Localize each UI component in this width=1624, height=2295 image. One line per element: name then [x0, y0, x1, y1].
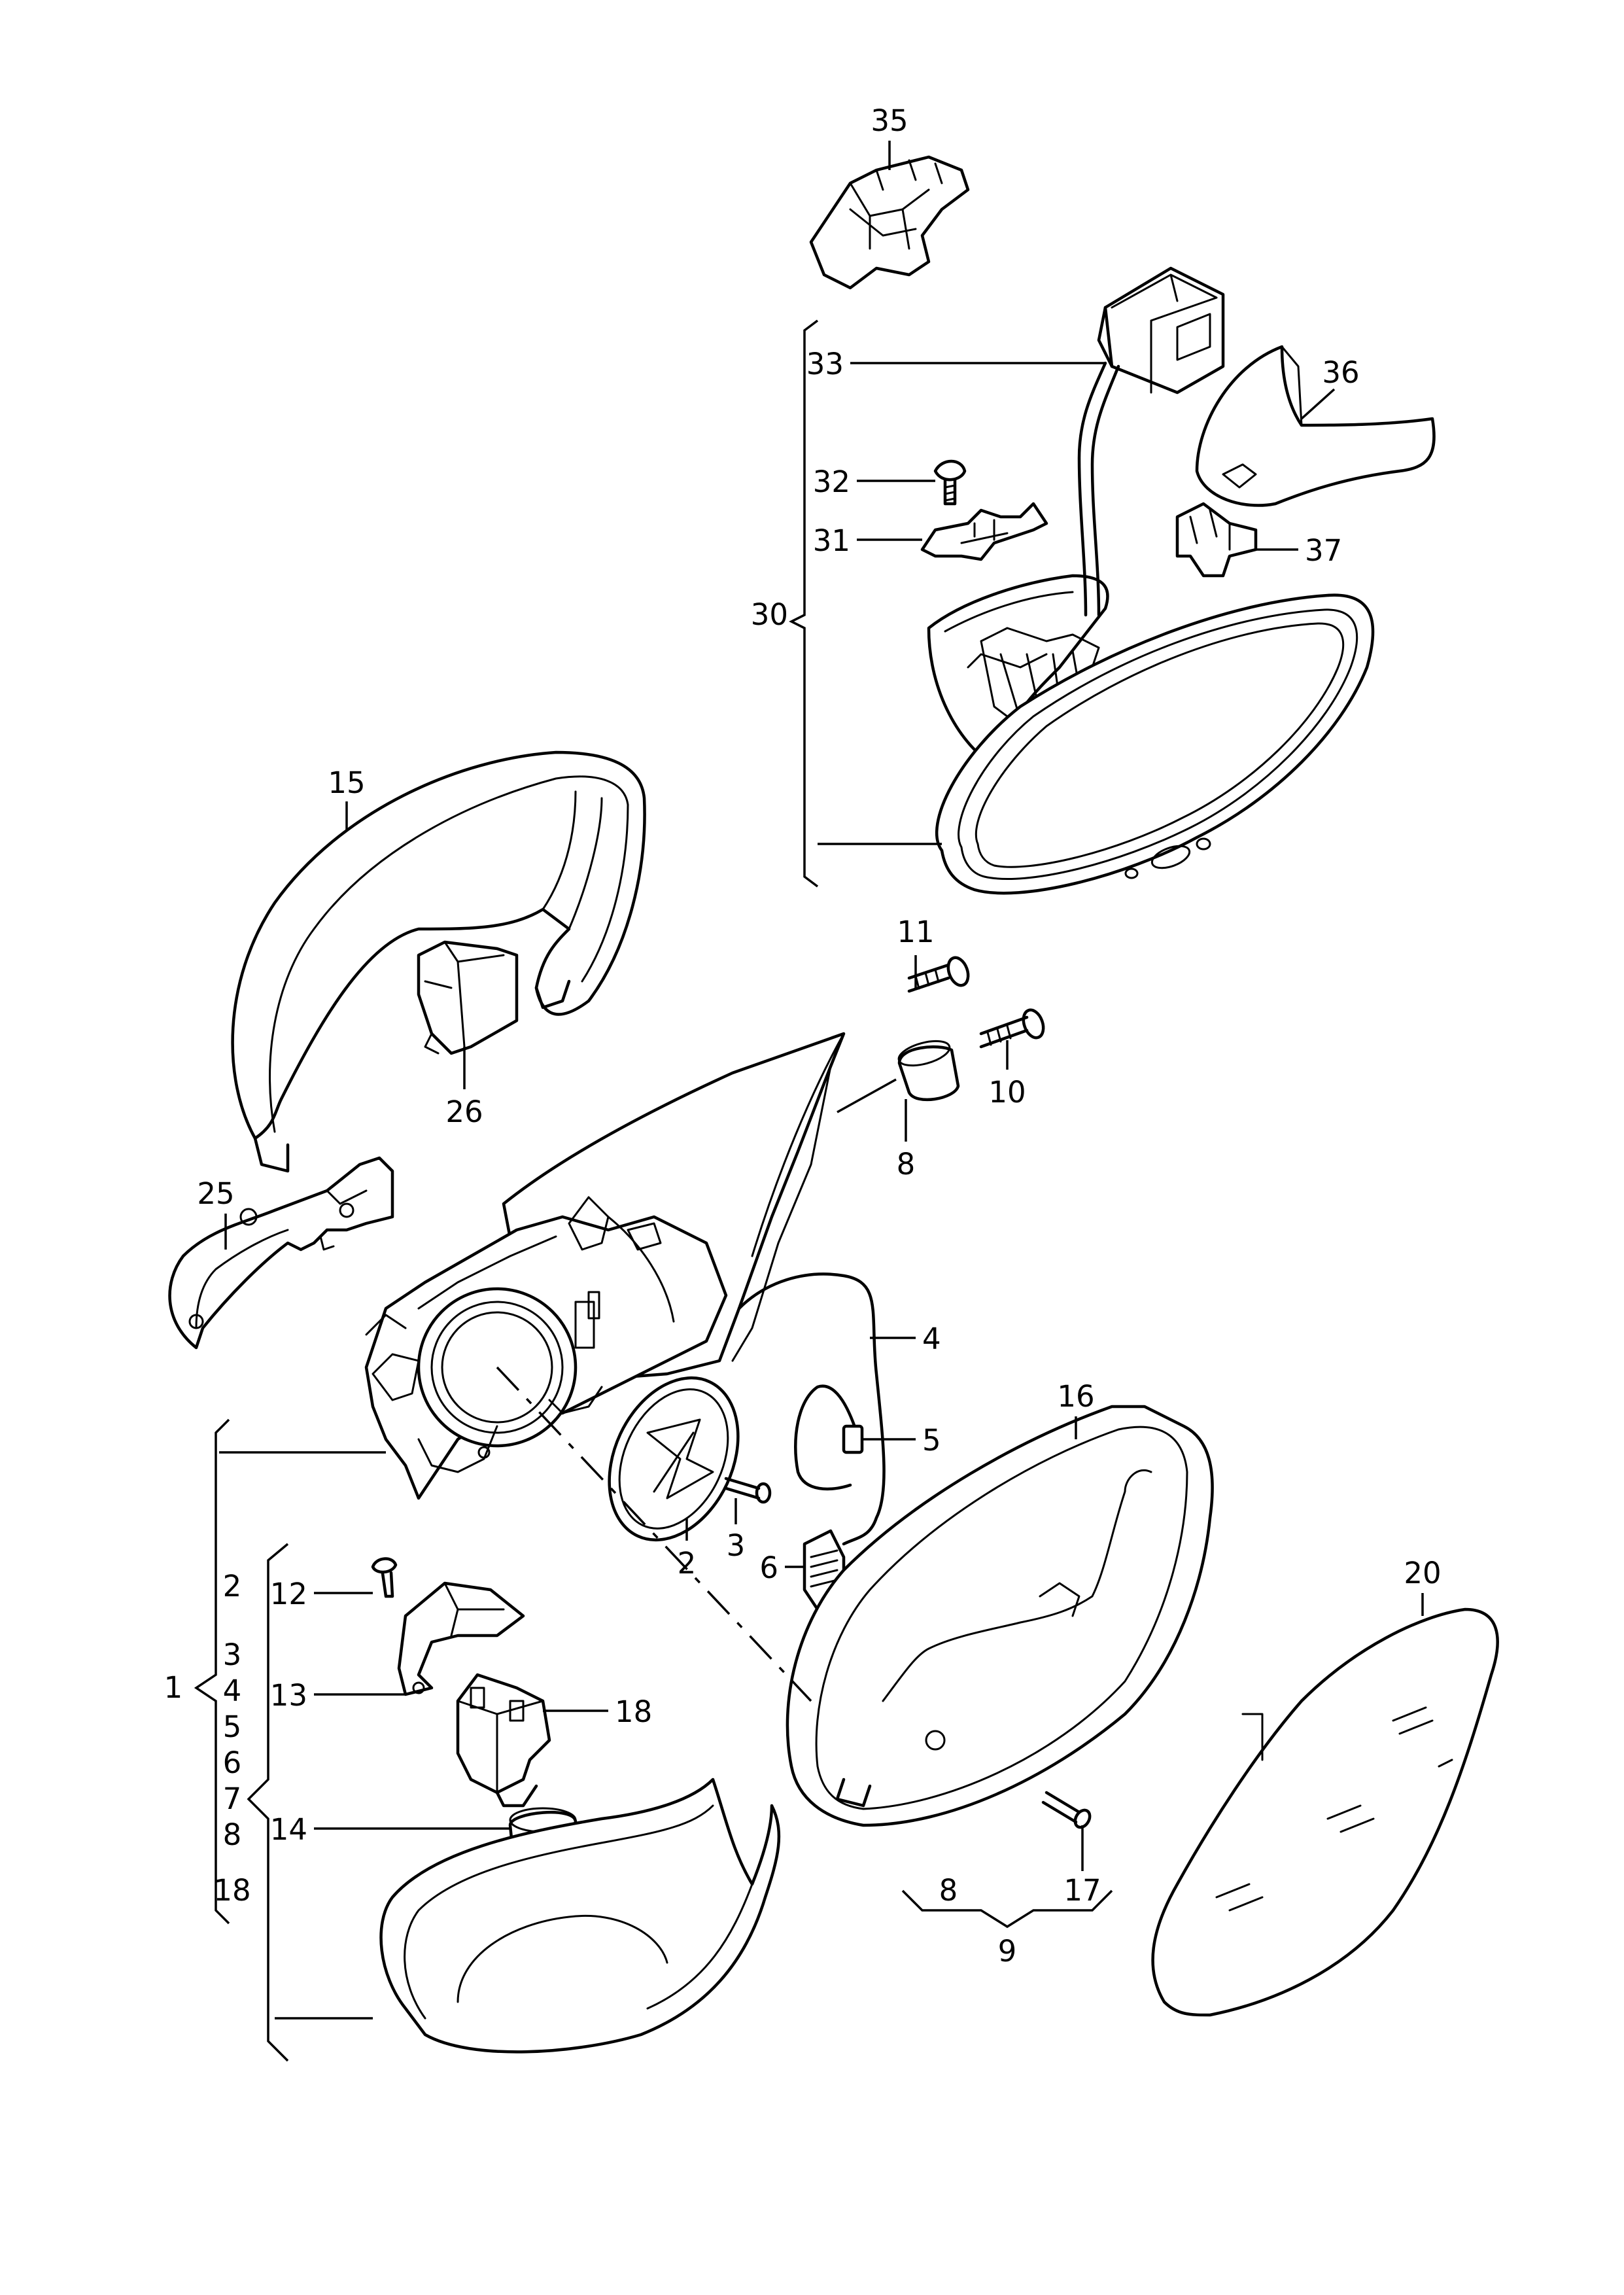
- part-10-bolt: [979, 1008, 1045, 1049]
- part-11-bolt: [907, 956, 970, 993]
- part-18-actuator-motor: [456, 1673, 551, 1808]
- part-5-connector: [842, 1424, 864, 1454]
- assembly-axis-line: [496, 1366, 812, 1702]
- part-13-bracket: [397, 1581, 525, 1696]
- label-5-list: 5: [223, 1709, 242, 1744]
- label-13: 13: [270, 1678, 307, 1713]
- label-5-callout: 5: [922, 1423, 941, 1458]
- label-8-group9: 8: [939, 1873, 958, 1908]
- label-2-callout: 2: [678, 1546, 697, 1581]
- part-3-screw: [724, 1477, 772, 1504]
- part-26-turn-signal-lamp: [417, 940, 519, 1055]
- part-16-mirror-housing: [786, 1405, 1214, 1827]
- bracket-group-9: [901, 1889, 1113, 1929]
- part-33-plug-connector: [1077, 266, 1225, 617]
- label-26: 26: [445, 1095, 483, 1129]
- leader-lines: [219, 141, 1424, 2020]
- label-3-callout: 3: [727, 1528, 746, 1563]
- part-37-clip: [1175, 502, 1258, 578]
- label-37: 37: [1305, 533, 1342, 568]
- part-31-retaining-bracket: [920, 502, 1048, 561]
- label-30: 30: [751, 597, 788, 632]
- part-36-cover-cap: [1195, 345, 1436, 507]
- label-6-callout: 6: [759, 1550, 778, 1585]
- bracket-group-1: [194, 1418, 230, 1925]
- label-35: 35: [871, 103, 908, 138]
- label-16: 16: [1057, 1379, 1094, 1414]
- label-8-list: 8: [223, 1817, 242, 1852]
- label-4-list: 4: [223, 1673, 242, 1708]
- part-35-connector-housing: [809, 155, 970, 290]
- label-31: 31: [813, 523, 850, 558]
- label-11: 11: [897, 915, 934, 949]
- label-4-callout: 4: [922, 1322, 941, 1356]
- part-1-base-assembly: [364, 1032, 846, 1500]
- label-9: 9: [998, 1934, 1017, 1969]
- part-2-adjustment-disc: [608, 1376, 740, 1542]
- label-8-upper: 8: [897, 1147, 916, 1182]
- label-10: 10: [988, 1075, 1026, 1110]
- part-12-screw: [371, 1557, 398, 1598]
- label-17: 17: [1063, 1873, 1101, 1908]
- part-17-screw: [1041, 1791, 1092, 1829]
- part-15-upper-cover: [231, 750, 646, 1173]
- part-20-mirror-glass: [1151, 1607, 1499, 2017]
- label-2-list: 2: [223, 1569, 242, 1603]
- label-14: 14: [270, 1812, 307, 1847]
- callout-labels: 35 33 36 32 31 37 30 15 11 10 26 8 25 4 …: [164, 103, 1442, 1969]
- label-25: 25: [197, 1176, 234, 1211]
- label-6-list: 6: [223, 1745, 242, 1780]
- part-4-wiring-harness: [737, 1272, 886, 1546]
- label-33: 33: [806, 347, 844, 381]
- part-30-mirror-housing: [927, 574, 1375, 895]
- part-7-lower-cover: [379, 1778, 781, 2054]
- part-8-spacer-sleeve: [837, 1040, 960, 1113]
- label-7: 7: [223, 1781, 242, 1816]
- bracket-group-7: [247, 1543, 289, 2062]
- label-20: 20: [1404, 1556, 1441, 1590]
- label-18-list: 18: [213, 1873, 251, 1908]
- label-12: 12: [270, 1577, 307, 1611]
- part-32-screw: [933, 459, 967, 506]
- label-15: 15: [328, 765, 365, 800]
- bracket-group-30: [789, 319, 819, 888]
- part-25-bracket: [168, 1156, 394, 1350]
- label-18-callout: 18: [615, 1694, 652, 1729]
- label-1: 1: [164, 1670, 183, 1705]
- label-32: 32: [813, 464, 850, 499]
- label-3-list: 3: [223, 1638, 242, 1672]
- label-36: 36: [1322, 355, 1359, 390]
